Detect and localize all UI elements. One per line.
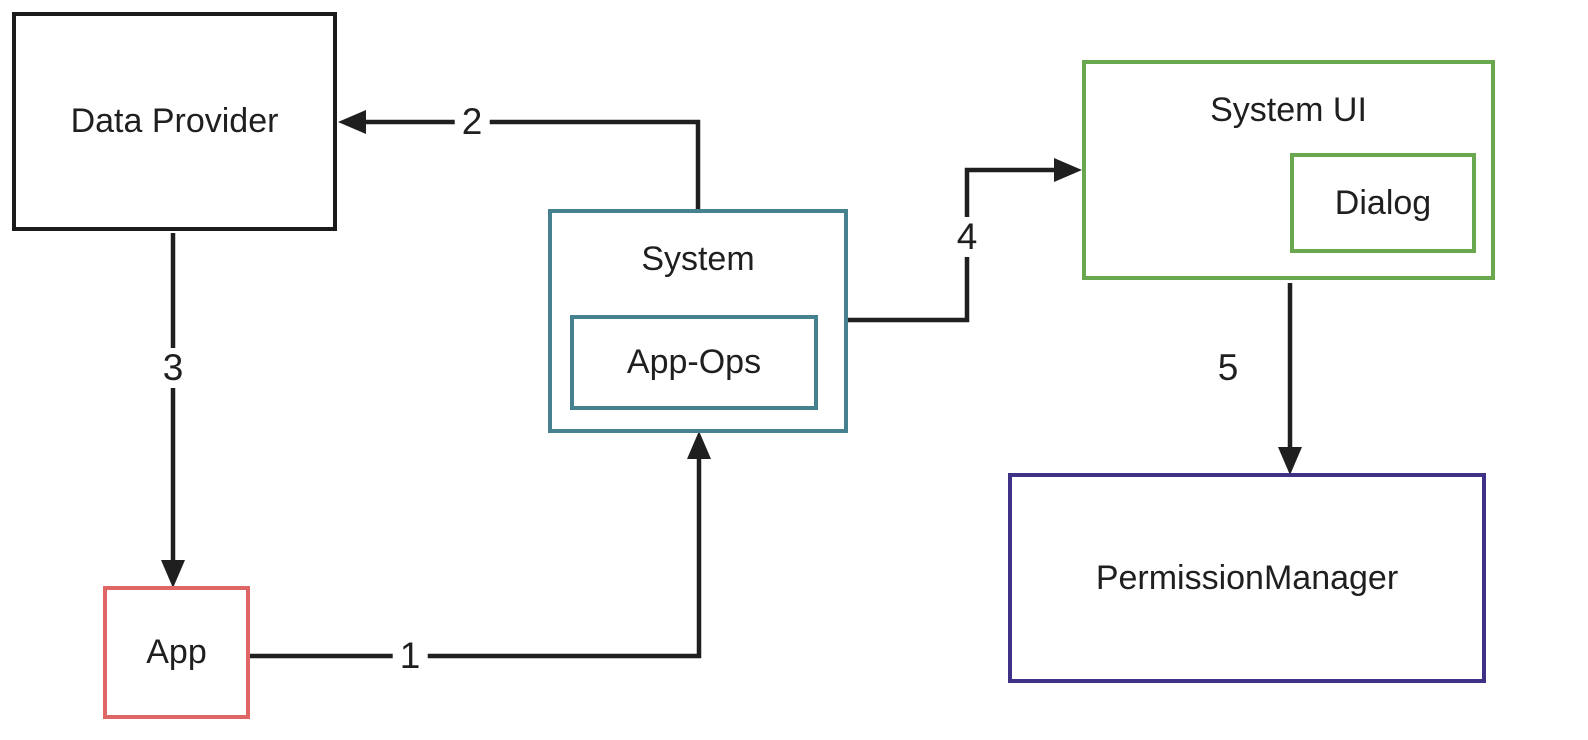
edge-4-label: 4: [949, 217, 985, 257]
node-app-ops-label: App-Ops: [626, 343, 762, 381]
edge-5-label: 5: [1210, 348, 1246, 388]
node-dialog: Dialog: [1290, 153, 1476, 253]
node-permission-manager: PermissionManager: [1008, 473, 1486, 683]
node-system: System App-Ops: [548, 209, 848, 433]
node-app: App: [103, 586, 250, 719]
edge-4-arrowhead: [1054, 158, 1082, 182]
edge-5-arrowhead: [1278, 447, 1302, 475]
node-system-label: System: [641, 240, 755, 278]
node-dialog-label: Dialog: [1334, 183, 1432, 222]
node-data-provider-label: Data Provider: [70, 102, 279, 140]
edge-1-label: 1: [392, 636, 428, 676]
node-app-label: App: [146, 633, 207, 671]
node-data-provider: Data Provider: [12, 12, 337, 231]
node-permission-manager-label: PermissionManager: [1095, 558, 1399, 597]
edge-1-line: [250, 445, 702, 659]
edge-2-label: 2: [454, 102, 490, 142]
node-system-ui: System UI Dialog: [1082, 60, 1495, 280]
node-app-ops: App-Ops: [570, 315, 818, 410]
edge-2-arrowhead: [338, 110, 366, 134]
node-system-ui-label: System UI: [1210, 91, 1367, 129]
edge-3-arrowhead: [161, 560, 185, 588]
edge-2-line: [352, 119, 701, 212]
edge-3-label: 3: [155, 348, 191, 388]
edge-1-arrowhead: [687, 431, 711, 459]
